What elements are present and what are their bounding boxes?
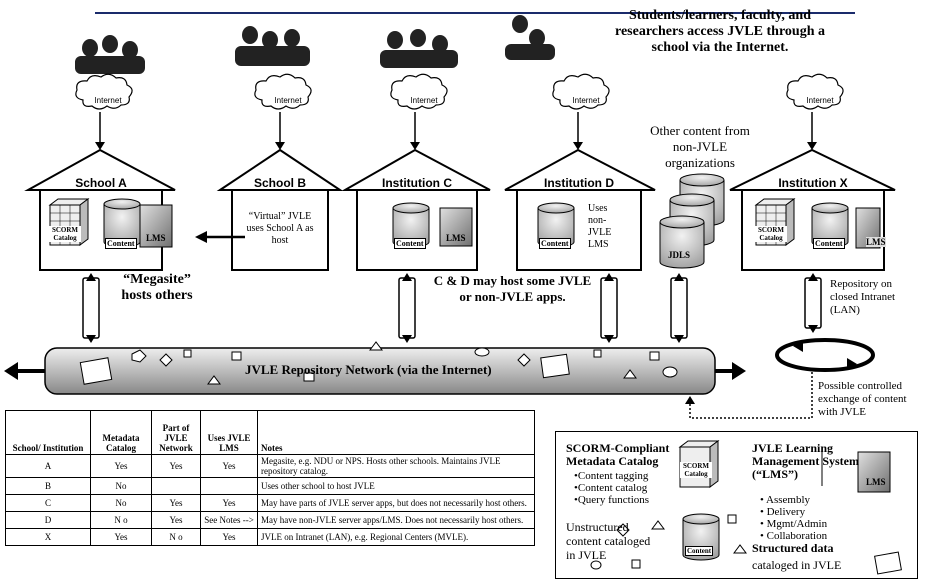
cd-host-note: C & D may host some JVLE or non-JVLE app… xyxy=(433,273,592,304)
table-cell: May have non-JVLE server apps/LMS. Does … xyxy=(257,511,535,529)
network-label: JVLE Repository Network (via the Interne… xyxy=(245,362,492,377)
people-group-2 xyxy=(235,26,310,66)
inst-d-note: Uses non-JVLE LMS xyxy=(588,203,612,250)
legend-unstructured: Unstructured content cataloged in JVLE xyxy=(566,520,651,562)
legend-item: •Query functions xyxy=(574,494,650,506)
table-cell: D xyxy=(5,511,91,529)
table-cell xyxy=(151,477,201,495)
table-cell: No xyxy=(90,477,152,495)
legend-box: SCORM-Compliant Metadata Catalog •Conten… xyxy=(555,431,918,579)
institution-table: School/ Institution Metadata Catalog Par… xyxy=(5,410,535,546)
table-cell: Yes xyxy=(90,454,152,478)
school-b-note: “Virtual” JVLE uses School A as host xyxy=(246,211,314,246)
cloud-label: Internet xyxy=(410,96,438,105)
content-cylinders xyxy=(103,198,849,248)
table-cell: May have parts of JVLE server apps, but … xyxy=(257,494,535,512)
jdls-stack xyxy=(659,173,725,269)
content-label: Content xyxy=(105,238,137,249)
table-cell: Uses other school to host JVLE xyxy=(257,477,535,495)
lan-ring xyxy=(775,338,875,372)
legend-item: •Content tagging xyxy=(574,470,649,482)
table-header: School/ Institution xyxy=(5,410,91,455)
table-cell: Yes xyxy=(90,528,152,546)
table-cell: See Notes --> xyxy=(200,511,258,529)
content-label: Content xyxy=(394,238,426,249)
clouds xyxy=(75,73,844,110)
table-cell: Yes xyxy=(151,454,201,478)
table-cell: Yes xyxy=(200,454,258,478)
table-cell: N o xyxy=(151,528,201,546)
table-cell: Megasite, e.g. NDU or NPS. Hosts other s… xyxy=(257,454,535,478)
cloud-label: Internet xyxy=(94,96,122,105)
access-heading: Students/learners, faculty, and research… xyxy=(615,8,825,55)
table-header: Uses JVLE LMS xyxy=(200,410,258,455)
cloud-label: Internet xyxy=(806,96,834,105)
legend-lms-title: JVLE Learning Management System (“LMS”) xyxy=(752,441,859,481)
legend-item: • Delivery xyxy=(760,506,806,518)
jdls-label: JDLS xyxy=(668,250,691,260)
table-cell: Yes xyxy=(151,511,201,529)
megasite-note: “Megasite” hosts others xyxy=(121,272,193,303)
legend-item: • Collaboration xyxy=(760,530,828,542)
table-cell xyxy=(200,477,258,495)
title-rule xyxy=(95,12,855,14)
repository-note: Repository on closed Intranet (LAN) xyxy=(830,278,896,316)
table-cell: A xyxy=(5,454,91,478)
lms-label: LMS xyxy=(866,237,886,247)
house-label-institution-c: Institution C xyxy=(382,176,452,190)
cloud-label: Internet xyxy=(572,96,600,105)
table-cell: JVLE on Intranet (LAN), e.g. Regional Ce… xyxy=(257,528,535,546)
table-cell: Yes xyxy=(200,528,258,546)
table-header: Notes xyxy=(257,410,535,455)
legend-scorm-items: •Content tagging •Content catalog •Query… xyxy=(574,470,649,506)
legend-structured-sub: cataloged in JVLE xyxy=(752,558,842,572)
table-cell: Yes xyxy=(151,494,201,512)
table-cell: No xyxy=(90,494,152,512)
legend-structured-title: Structured data xyxy=(752,541,834,555)
house-label-institution-x: Institution X xyxy=(778,176,848,190)
legend-item: •Content catalog xyxy=(574,482,648,494)
legend-lms-label: LMS xyxy=(866,477,886,487)
legend-item: • Assembly xyxy=(760,494,810,506)
people-group-4 xyxy=(505,15,555,60)
table-cell: Yes xyxy=(200,494,258,512)
lms-label: LMS xyxy=(146,233,166,243)
people-group-3 xyxy=(380,29,458,68)
house-label-school-b: School B xyxy=(253,176,306,190)
lms-label: LMS xyxy=(446,233,466,243)
people-group-1 xyxy=(75,35,145,74)
other-content-note: Other content from non-JVLE organization… xyxy=(650,123,750,170)
legend-lms-items: • Assembly • Delivery • Mgmt/Admin • Col… xyxy=(760,494,827,542)
legend-scorm-title: SCORM-Compliant Metadata Catalog xyxy=(566,441,670,468)
table-header: Metadata Catalog xyxy=(90,410,152,455)
content-label: Content xyxy=(539,238,571,249)
table-cell: C xyxy=(5,494,91,512)
table-cell: X xyxy=(5,528,91,546)
legend-content-label: Content xyxy=(685,546,714,556)
table-header: Part of JVLE Network xyxy=(151,410,201,455)
cloud-label: Internet xyxy=(274,96,302,105)
house-label-institution-d: Institution D xyxy=(544,176,614,190)
house-label-school-a: School A xyxy=(75,176,127,190)
content-label: Content xyxy=(813,238,845,249)
table-cell: N o xyxy=(90,511,152,529)
legend-item: • Mgmt/Admin xyxy=(760,518,828,530)
table-cell: B xyxy=(5,477,91,495)
exchange-note: Possible controlled exchange of content … xyxy=(818,380,907,418)
